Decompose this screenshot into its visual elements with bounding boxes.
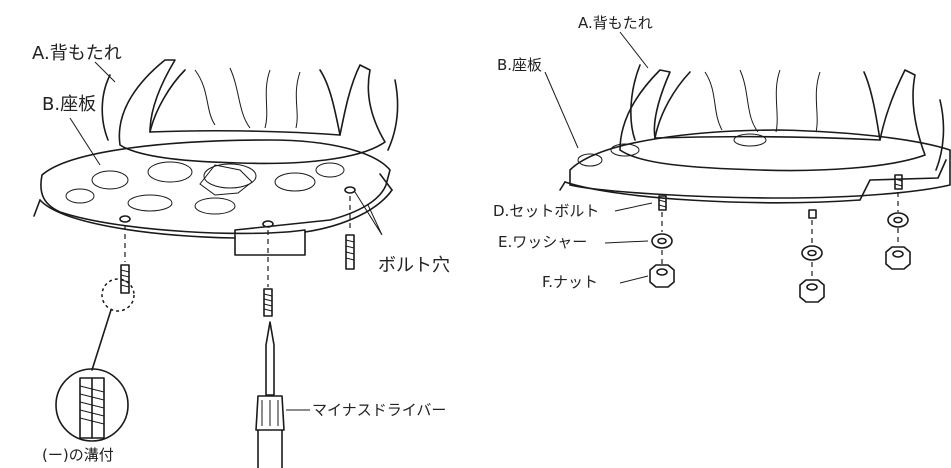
left-bolt-hole-3 <box>344 186 356 194</box>
right-backrest-outer <box>630 64 945 171</box>
left-label-slotted: (ー)の溝付 <box>42 446 114 464</box>
left-backrest-outer <box>101 74 399 151</box>
right-set-bolt-1 <box>658 195 667 211</box>
right-label-nut: F.ナット <box>542 273 598 291</box>
slotted-bolt-detail <box>55 368 129 442</box>
right-seat-plate <box>569 129 951 199</box>
right-washer-1 <box>651 233 673 249</box>
left-bolt-hole-2 <box>262 220 274 228</box>
left-bolt-1 <box>120 264 130 294</box>
right-washer-2 <box>801 245 823 261</box>
left-bolt-2 <box>263 288 273 317</box>
right-label-set-bolt: D.セットボルト <box>493 202 600 220</box>
left-detail-marker <box>101 278 135 312</box>
right-label-seat-plate: B.座板 <box>497 56 543 74</box>
right-backrest <box>619 69 926 172</box>
right-backrest-inner <box>654 71 881 141</box>
left-label-screwdriver: マイナスドライバー <box>312 401 447 419</box>
right-nut-3 <box>885 246 911 270</box>
right-seat-relief <box>577 133 767 167</box>
left-seat-edge-tab <box>33 173 393 217</box>
left-backrest-ornament <box>194 67 301 129</box>
left-label-bolt-holes: ボルト穴 <box>378 255 450 276</box>
left-bolt-3 <box>345 234 355 270</box>
left-bolt-hole-1 <box>119 215 131 223</box>
left-label-backrest: A.背もたれ <box>32 43 122 64</box>
right-set-bolt-3 <box>894 174 903 190</box>
left-backrest <box>118 59 386 165</box>
left-seat-plate <box>40 139 391 256</box>
left-backrest-inner <box>149 69 341 136</box>
right-set-bolt-2 <box>808 209 817 219</box>
right-label-washer: E.ワッシャー <box>498 233 588 251</box>
left-seat-rim <box>39 189 393 239</box>
right-nut-1 <box>649 264 675 288</box>
screwdriver <box>255 321 285 468</box>
right-assembly <box>544 31 951 303</box>
right-label-backrest: A.背もたれ <box>578 14 653 32</box>
left-seat-relief <box>65 161 345 215</box>
left-label-seat-plate: B.座板 <box>42 94 97 115</box>
right-seat-edge <box>559 181 566 191</box>
right-backrest-ornament <box>704 69 821 133</box>
left-assembly <box>33 59 399 468</box>
right-washer-3 <box>887 212 909 228</box>
right-nut-2 <box>799 279 825 303</box>
right-seat-rim <box>564 159 947 204</box>
